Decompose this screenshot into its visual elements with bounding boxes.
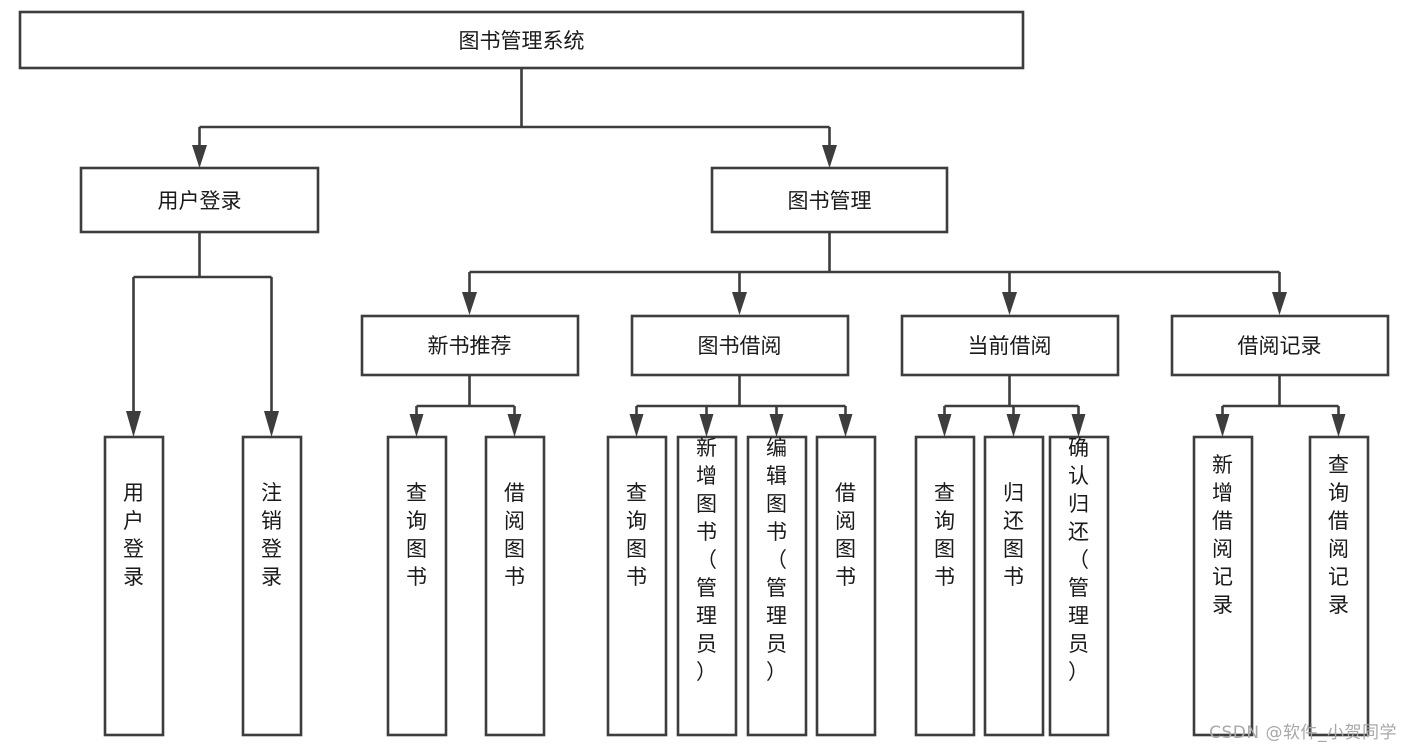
arrowhead-leaf-nb-query (409, 414, 424, 437)
node-newbook-label: 新书推荐 (428, 334, 512, 358)
leaf-cur-confirm-label: 确认归还（管理员） (1068, 436, 1089, 684)
arrowhead-leaf-user-login (126, 411, 141, 437)
leaf-bw-query[interactable]: 查询图书 (606, 435, 668, 737)
leaf-cur-confirm[interactable]: 确认归还（管理员） (1048, 435, 1110, 737)
node-current-box[interactable] (900, 314, 1120, 377)
node-root-box[interactable] (18, 10, 1025, 70)
leaf-nb-query[interactable]: 查询图书 (386, 435, 448, 737)
node-borrow-label: 图书借阅 (698, 334, 782, 358)
leaf-nb-query-label: 查询图书 (406, 481, 427, 589)
leaf-bw-query-box[interactable] (606, 435, 668, 737)
node-newbook[interactable]: 新书推荐 (360, 314, 580, 377)
leaf-user-logout-label: 注销登录 (261, 481, 282, 589)
leaf-bw-borrow-label: 借阅图书 (835, 481, 856, 589)
leaf-rec-add[interactable]: 新增借阅记录 (1192, 435, 1254, 737)
node-borrow[interactable]: 图书借阅 (630, 314, 850, 377)
leaf-bw-borrow-box[interactable] (815, 435, 877, 737)
leaf-cur-query[interactable]: 查询图书 (914, 435, 976, 737)
leaf-user-login[interactable]: 用户登录 (103, 435, 165, 737)
node-record[interactable]: 借阅记录 (1170, 314, 1390, 377)
arrowhead-leaf-bw-borrow (838, 414, 853, 437)
leaf-cur-return-box[interactable] (983, 435, 1045, 737)
arrowhead-leaf-bw-edit (769, 414, 784, 437)
arrowhead-leaf-bw-query (629, 414, 644, 437)
leaf-bw-edit[interactable]: 编辑图书（管理员） (746, 435, 808, 737)
leaf-rec-add-label: 新增借阅记录 (1212, 453, 1233, 617)
leaf-bw-add[interactable]: 新增图书（管理员） (676, 435, 738, 737)
leaf-cur-return-label: 归还图书 (1003, 481, 1024, 589)
node-bookmgmt-label: 图书管理 (788, 189, 872, 213)
leaf-user-login-label: 用户登录 (123, 481, 144, 589)
leaf-nb-query-box[interactable] (386, 435, 448, 737)
arrowhead-borrow (732, 292, 747, 315)
leaf-rec-query-box[interactable] (1308, 435, 1370, 737)
node-record-box[interactable] (1170, 314, 1390, 377)
node-record-label: 借阅记录 (1238, 334, 1322, 358)
node-newbook-box[interactable] (360, 314, 580, 377)
leaf-user-login-box[interactable] (103, 435, 165, 737)
leaf-rec-add-box[interactable] (1192, 435, 1254, 737)
leaf-user-logout[interactable]: 注销登录 (241, 435, 303, 737)
arrowhead-leaf-user-logout (264, 411, 279, 437)
arrowhead-newbook (462, 292, 477, 315)
leaf-cur-query-label: 查询图书 (934, 481, 955, 589)
arrowhead-leaf-nb-borrow (507, 414, 522, 437)
leaf-cur-return[interactable]: 归还图书 (983, 435, 1045, 737)
leaf-bw-add-box[interactable] (676, 435, 738, 737)
leaf-bw-add-label: 新增图书（管理员） (696, 436, 717, 684)
leaf-nb-borrow-label: 借阅图书 (504, 481, 525, 589)
leaf-bw-query-label: 查询图书 (626, 481, 647, 589)
leaf-cur-query-box[interactable] (914, 435, 976, 737)
node-current[interactable]: 当前借阅 (900, 314, 1120, 377)
arrowhead-leaf-cur-query (937, 414, 952, 437)
arrowhead-bookmgmt (822, 145, 837, 168)
arrowhead-leaf-cur-return (1006, 414, 1021, 437)
leaf-bw-borrow[interactable]: 借阅图书 (815, 435, 877, 737)
arrowhead-leaf-bw-add (699, 414, 714, 437)
node-login-box[interactable] (79, 166, 320, 234)
node-login[interactable]: 用户登录 (79, 166, 320, 234)
leaf-nb-borrow-box[interactable] (484, 435, 546, 737)
node-bookmgmt-box[interactable] (710, 166, 949, 234)
leaf-rec-query[interactable]: 查询借阅记录 (1308, 435, 1370, 737)
arrowhead-record (1272, 292, 1287, 315)
arrowhead-login (192, 145, 207, 168)
leaf-user-logout-box[interactable] (241, 435, 303, 737)
connector-layer (126, 68, 1346, 437)
node-borrow-box[interactable] (630, 314, 850, 377)
node-current-label: 当前借阅 (968, 334, 1052, 358)
leaf-bw-edit-label: 编辑图书（管理员） (766, 436, 787, 684)
arrowhead-leaf-rec-add (1215, 414, 1230, 437)
node-root[interactable]: 图书管理系统 (18, 10, 1025, 70)
arrowhead-leaf-rec-query (1331, 414, 1346, 437)
leaf-cur-confirm-box[interactable] (1048, 435, 1110, 737)
csdn-watermark: CSDN @软件_小贺同学 (1209, 723, 1397, 743)
arrowhead-leaf-cur-confirm (1071, 414, 1086, 437)
leaf-bw-edit-box[interactable] (746, 435, 808, 737)
leaf-nb-borrow[interactable]: 借阅图书 (484, 435, 546, 737)
node-login-label: 用户登录 (158, 189, 242, 213)
arrowhead-current (1002, 292, 1017, 315)
node-bookmgmt[interactable]: 图书管理 (710, 166, 949, 234)
leaf-rec-query-label: 查询借阅记录 (1328, 453, 1349, 617)
node-root-label: 图书管理系统 (459, 29, 585, 53)
